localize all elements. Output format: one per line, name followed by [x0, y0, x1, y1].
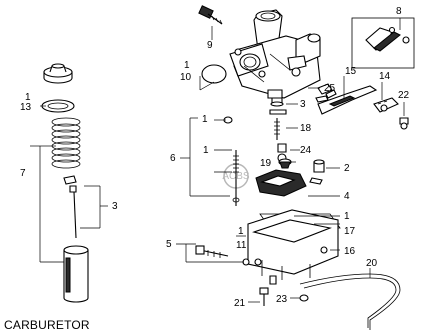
throttle-valve: [63, 245, 89, 303]
main-jet: [278, 158, 292, 169]
pilot-screw-set: [315, 83, 333, 103]
callout-8: 8: [396, 6, 402, 17]
callout-6: 6: [170, 153, 176, 164]
callout-1: 1: [202, 114, 208, 125]
callout-3: 3: [300, 99, 306, 110]
throttle-stop-screw: [198, 5, 223, 25]
callout-1: 1: [344, 211, 350, 222]
callout-21: 21: [234, 298, 246, 309]
callout-3: 3: [112, 201, 118, 212]
o-ring: [201, 64, 227, 84]
drain-screw: [195, 245, 229, 258]
callout-10: 10: [180, 72, 192, 83]
callout-25: 25: [324, 83, 336, 94]
clip-plate-assembly: [351, 17, 415, 69]
top-cap: [43, 63, 73, 84]
throttle-valve-spring: [51, 117, 81, 169]
carburetor-body: [229, 9, 321, 99]
callout-15: 15: [345, 66, 357, 77]
callout-16: 16: [344, 246, 356, 257]
callout-17: 17: [344, 226, 356, 237]
callout-18: 18: [300, 123, 312, 134]
callout-1: 1: [184, 60, 190, 71]
callout-14: 14: [379, 71, 391, 82]
watermark: ACBS: [222, 163, 250, 189]
cap-gasket: [41, 99, 75, 113]
callout-23: 23: [276, 294, 288, 305]
callout-24: 24: [300, 145, 312, 156]
callout-1: 1: [203, 145, 209, 156]
drain-tube: [299, 273, 401, 330]
callout-1: 1: [25, 92, 31, 103]
callout-19: 19: [260, 158, 272, 169]
float-pin-and-clip: [309, 159, 325, 185]
mixture-screw: [232, 150, 240, 206]
float-needle-valve: [274, 118, 280, 140]
callout-13: 13: [20, 102, 32, 113]
drain-tube-clip: [299, 294, 309, 302]
callout-22: 22: [398, 90, 410, 101]
callout-2: 2: [344, 163, 350, 174]
watermark-text: ACBS: [222, 171, 250, 182]
callout-7: 7: [20, 168, 26, 179]
callouts: 8 9 1 10 15 14 22 25 1 13 3 18 1 1 6 24 …: [20, 6, 410, 309]
diagram-title: CARBURETOR: [4, 318, 90, 332]
choke-lever: [317, 85, 378, 115]
leader-lines: [30, 26, 405, 303]
callout-11: 11: [236, 240, 247, 251]
float: [255, 169, 307, 197]
needle-clip-and-needle: [63, 175, 77, 239]
callout-20: 20: [366, 258, 378, 269]
throttle-stop-spring: [373, 97, 399, 113]
callout-1: 1: [238, 226, 244, 237]
float-chamber: [247, 209, 339, 285]
callout-9: 9: [207, 40, 213, 51]
choke-cable-bracket: [325, 89, 337, 99]
drain-plug-bolt: [259, 287, 269, 306]
screw-22: [399, 117, 409, 130]
jet-and-tube: [269, 97, 287, 115]
callout-4: 4: [344, 191, 350, 202]
callout-5: 5: [166, 239, 172, 250]
